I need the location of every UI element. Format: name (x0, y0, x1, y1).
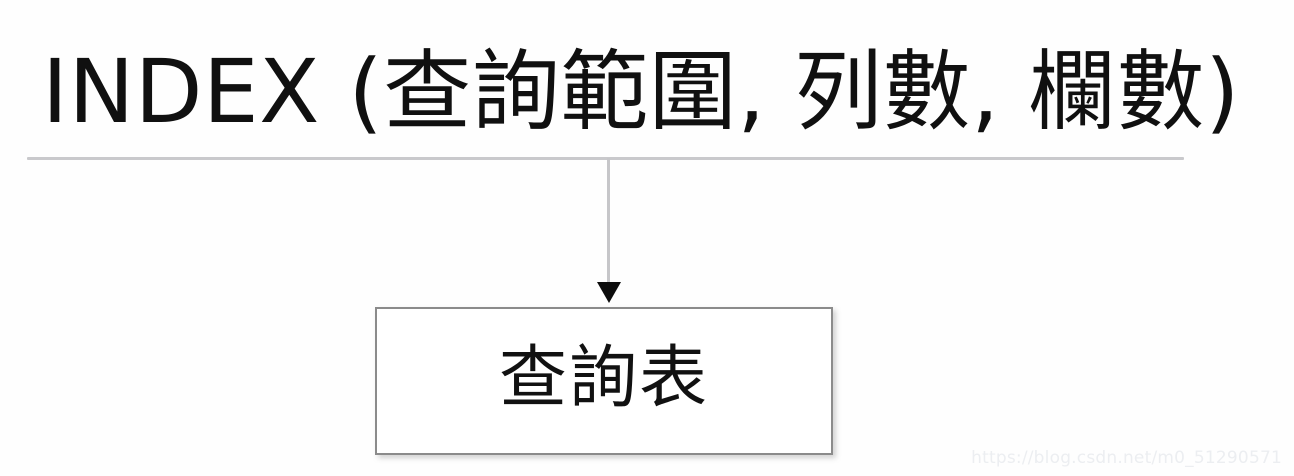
connector-arrow (597, 158, 621, 304)
target-box-label: 查詢表 (498, 339, 709, 418)
watermark: https://blog.csdn.net/m0_51290571 (971, 448, 1282, 468)
formula-title: INDEX (查詢範圍, 列數, 欄數) (42, 40, 1240, 143)
arrow-line-icon (607, 158, 610, 286)
arrow-head-icon (597, 282, 621, 303)
target-box: 查詢表 (375, 307, 833, 455)
title-divider (27, 157, 1184, 160)
